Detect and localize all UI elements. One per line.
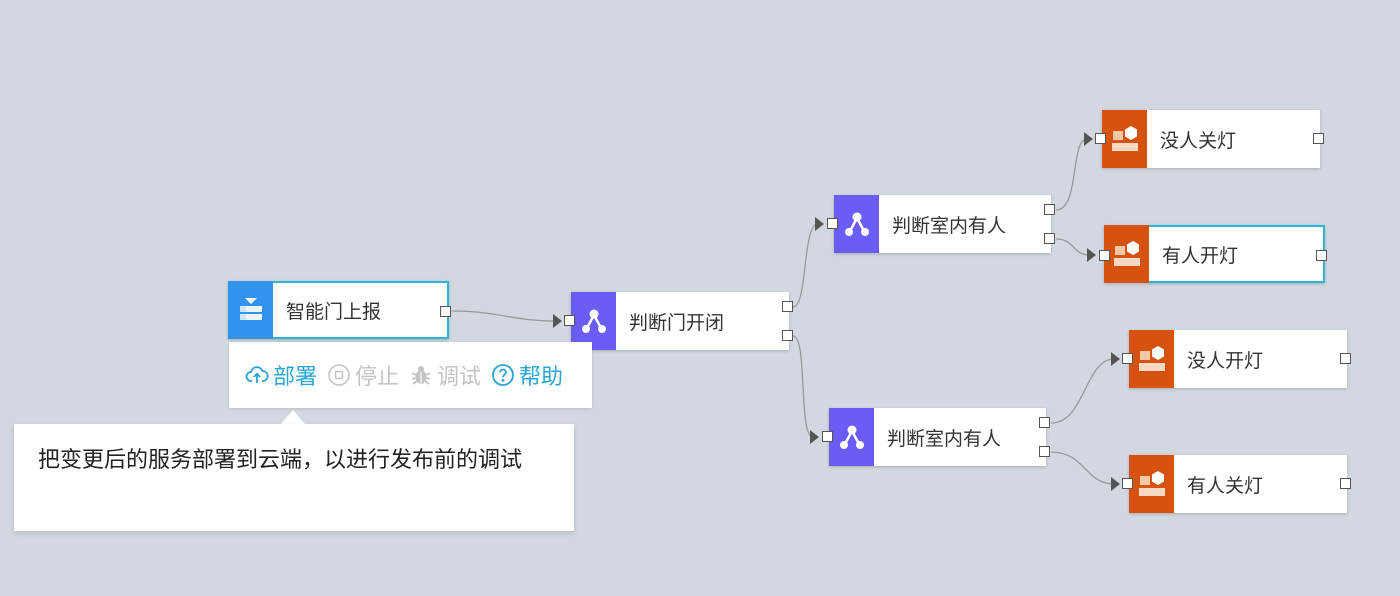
cloud-upload-icon [245, 363, 269, 387]
input-port[interactable] [564, 315, 575, 326]
branch-icon [829, 408, 874, 466]
output-port[interactable] [440, 306, 451, 317]
stop-label: 停止 [355, 365, 400, 390]
input-port[interactable] [1122, 353, 1133, 364]
blocks-icon [1104, 225, 1149, 283]
debug-button[interactable]: 调试 [409, 359, 481, 391]
debug-label: 调试 [437, 365, 482, 390]
node-label: 有人关灯 [1187, 474, 1264, 497]
tooltip-text: 把变更后的服务部署到云端，以进行发布前的调试 [38, 448, 523, 473]
output-port-false[interactable] [1044, 233, 1055, 244]
stop-circle-icon [327, 363, 351, 387]
help-button[interactable]: 帮助 [491, 359, 563, 391]
input-arrow [1111, 352, 1120, 366]
node-someone-light-on[interactable]: 有人开灯 [1099, 225, 1327, 283]
output-port-false[interactable] [1039, 446, 1050, 457]
output-port[interactable] [1313, 133, 1324, 144]
output-port-true[interactable] [1044, 204, 1055, 215]
node-nobody-light-on[interactable]: 没人开灯 [1122, 330, 1351, 388]
node-label: 有人开灯 [1162, 244, 1239, 267]
blocks-icon [1102, 110, 1147, 168]
branch-icon [834, 195, 879, 253]
input-port[interactable] [1095, 133, 1106, 144]
node-door-report[interactable]: 智能门上报 [228, 281, 451, 339]
output-port[interactable] [1340, 353, 1351, 364]
node-label: 判断室内有人 [892, 214, 1007, 237]
node-label: 判断门开闭 [629, 311, 725, 334]
input-arrow [810, 430, 819, 444]
wire-report-to-judge-door [451, 310, 557, 322]
node-judge-room-bottom[interactable]: 判断室内有人 [822, 408, 1050, 466]
input-arrow [553, 314, 562, 328]
node-label: 没人关灯 [1160, 129, 1237, 152]
input-port[interactable] [1099, 250, 1110, 261]
wire-room-top-to-someone-on [1055, 238, 1091, 256]
node-judge-door[interactable]: 判断门开闭 [564, 292, 793, 350]
output-port[interactable] [1340, 478, 1351, 489]
wire-room-bottom-to-nobody-on [1050, 358, 1115, 424]
input-arrow [1111, 477, 1120, 491]
output-port-true[interactable] [782, 301, 793, 312]
stop-button[interactable]: 停止 [327, 359, 399, 391]
branch-icon [571, 292, 616, 350]
input-arrow [1084, 132, 1093, 146]
help-label: 帮助 [519, 365, 564, 390]
blocks-icon [1129, 455, 1174, 513]
node-someone-light-off[interactable]: 有人关灯 [1122, 455, 1351, 513]
input-port[interactable] [827, 218, 838, 229]
stack-download-icon [228, 281, 273, 339]
node-label: 判断室内有人 [887, 427, 1002, 450]
deploy-tooltip: 把变更后的服务部署到云端，以进行发布前的调试 [14, 424, 574, 531]
tooltip-caret [281, 410, 305, 424]
node-nobody-light-off[interactable]: 没人关灯 [1095, 110, 1324, 168]
input-arrow [815, 217, 824, 231]
deploy-button[interactable]: 部署 [245, 359, 317, 391]
input-port[interactable] [822, 431, 833, 442]
input-port[interactable] [1122, 478, 1133, 489]
node-judge-room-top[interactable]: 判断室内有人 [827, 195, 1055, 253]
blocks-icon [1129, 330, 1174, 388]
wire-judge-door-to-room-bottom [792, 335, 814, 438]
bug-icon [409, 363, 433, 387]
output-port-true[interactable] [1039, 417, 1050, 428]
node-toolbar: 部署 停止 [229, 342, 592, 408]
node-label: 没人开灯 [1187, 349, 1264, 372]
deploy-label: 部署 [273, 365, 318, 390]
output-port-false[interactable] [782, 330, 793, 341]
output-port[interactable] [1316, 250, 1327, 261]
wire-judge-door-to-room-top [792, 223, 819, 308]
input-arrow [1087, 248, 1096, 262]
node-label: 智能门上报 [286, 300, 382, 323]
wire-room-top-to-nobody-off [1055, 138, 1088, 211]
wire-room-bottom-to-someone-off [1050, 451, 1115, 485]
help-circle-icon [491, 363, 515, 387]
